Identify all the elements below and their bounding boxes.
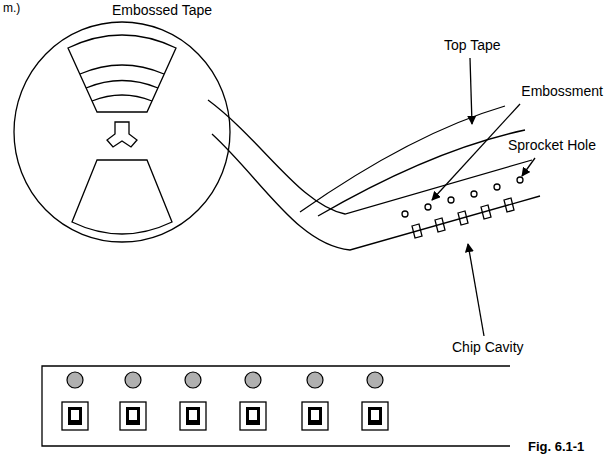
- carrier-tape-edge: [208, 100, 532, 214]
- chip-cavities: [412, 198, 514, 238]
- part-name: Top Tape: [444, 38, 501, 53]
- reel-window: [72, 160, 172, 234]
- flat-tape-outline: [42, 366, 510, 446]
- leader-arrow: [522, 158, 535, 176]
- leader-arrow: [432, 104, 520, 200]
- tape-windings: [80, 65, 164, 101]
- part-name: Sprocket Hole: [508, 138, 596, 153]
- carrier-tape-edge: [212, 134, 540, 250]
- flat-chip-cavities: [62, 402, 388, 430]
- top-tape-edge: [300, 106, 505, 212]
- leader-arrow: [468, 244, 484, 336]
- reel-flange: [14, 22, 230, 242]
- reel-window: [68, 35, 176, 112]
- flat-chips: [68, 407, 382, 425]
- flat-sprocket-holes: [67, 372, 383, 388]
- reel-hub: [107, 122, 137, 147]
- leader-arrow: [470, 58, 472, 124]
- top-tape-edge: [318, 130, 525, 216]
- figure-number: Fig. 6.1-1: [528, 440, 584, 454]
- cropped-text: m.): [3, 2, 20, 15]
- part-name: Chip Cavity: [452, 340, 524, 355]
- sprocket-holes: [402, 177, 523, 217]
- part-name: Embossed Tape: [112, 3, 212, 18]
- part-name: Embossment: [521, 84, 603, 99]
